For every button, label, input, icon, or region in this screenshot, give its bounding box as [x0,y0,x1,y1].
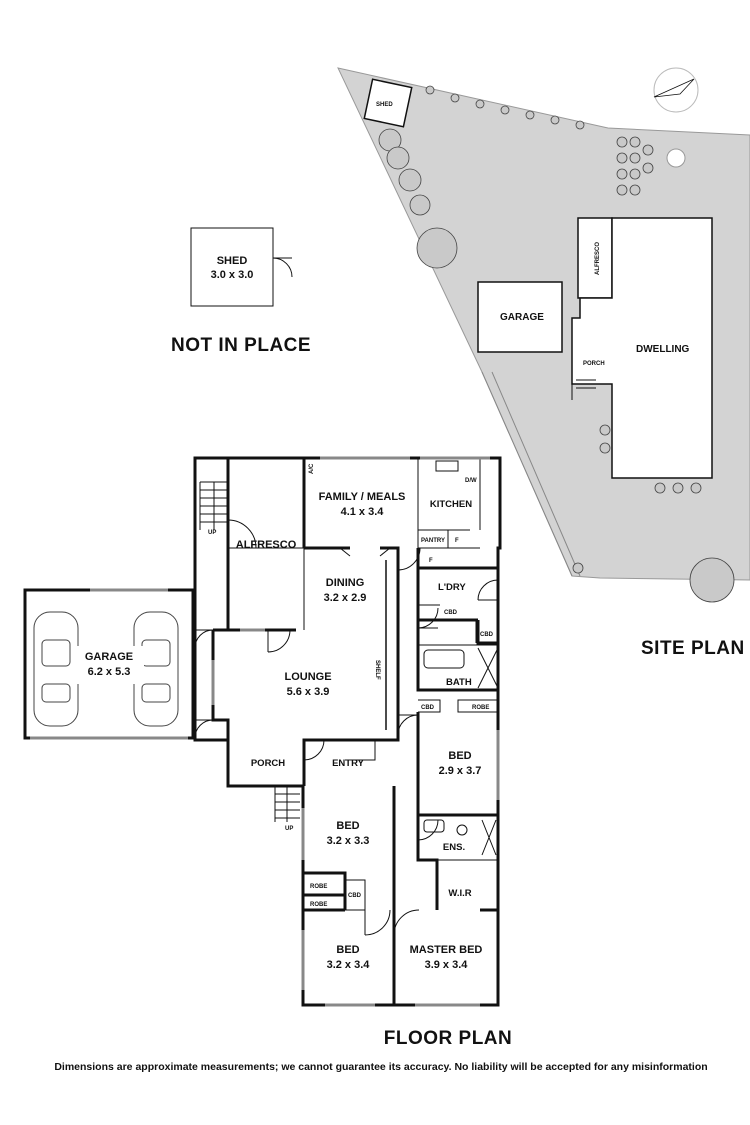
dining-dims: 3.2 x 2.9 [324,592,367,604]
ensuite-label: ENS. [443,842,465,853]
not-in-place-label: NOT IN PLACE [171,335,311,356]
wir-label: W.I.R [448,888,471,899]
site-porch-label: PORCH [583,361,605,367]
garage-dims: 6.2 x 5.3 [88,666,131,678]
car-icon [33,611,79,727]
cbd-label-1: CBD [444,610,458,616]
robe-label-2: ROBE [310,884,327,890]
stairs [199,379,596,822]
site-shed-label: SHED [376,102,393,108]
family-meals-dims: 4.1 x 3.4 [341,506,385,518]
bed3-label: BED [336,944,359,956]
shelf-label: SHELF [374,660,380,680]
cbd-label-3: CBD [421,705,435,711]
family-meals-label: FAMILY / MEALS [319,491,406,503]
shed-dims: 3.0 x 3.0 [211,269,254,281]
bed2-label: BED [336,820,359,832]
floor-plan-title: FLOOR PLAN [384,1028,513,1049]
robe-label-3: ROBE [310,902,327,908]
shed-label: SHED [217,255,248,267]
master-bed-label: MASTER BED [410,944,483,956]
floor-plan: GARAGE 6.2 x 5.3 [23,379,596,1007]
site-garage-label: GARAGE [500,312,544,323]
garage-label: GARAGE [85,651,133,663]
site-driveway [481,371,581,577]
door-swings [194,519,499,936]
site-dwelling-label: DWELLING [636,344,690,355]
bed1-label: BED [448,750,471,762]
shed-not-in-place: SHED 3.0 x 3.0 [190,227,293,307]
kitchen-label: KITCHEN [430,499,472,510]
site-plan-title: SITE PLAN [641,638,745,659]
bath-label: BATH [446,677,472,688]
dw-label: D/W [465,478,477,484]
site-shed [363,78,413,128]
site-trees [378,85,735,603]
site-alfresco-label: ALFRESCO [595,242,601,275]
lounge-dims: 5.6 x 3.9 [287,686,330,698]
ac-label: A/C [309,463,315,474]
dining-label: DINING [326,577,365,589]
up-label-1: UP [208,530,216,536]
pantry-label: PANTRY [421,538,445,544]
bed1-dims: 2.9 x 3.7 [439,765,482,777]
disclaimer-text: Dimensions are approximate measurements;… [54,1061,707,1073]
site-plan: SHED ALFRESCO GARAGE DWELLING PORCH [337,67,750,603]
laundry-label: L'DRY [438,582,466,593]
up-label-2: UP [285,826,293,832]
master-bed-dims: 3.9 x 3.4 [425,959,469,971]
fridge-label-1: F [455,538,459,544]
bed2-dims: 3.2 x 3.3 [327,835,370,847]
entry-label: ENTRY [332,758,365,769]
cbd-label-2: CBD [480,632,494,638]
alfresco-label: ALFRESCO [236,539,297,551]
bed3-dims: 3.2 x 3.4 [327,959,371,971]
porch-label: PORCH [251,758,285,769]
robe-label-1: ROBE [472,705,489,711]
house-outer-walls [193,456,502,1007]
lounge-label: LOUNGE [284,671,331,683]
site-garage [477,281,563,353]
cbd-label-4: CBD [348,893,362,899]
north-arrow-icon [653,67,699,113]
fridge-label-2: F [429,558,433,564]
